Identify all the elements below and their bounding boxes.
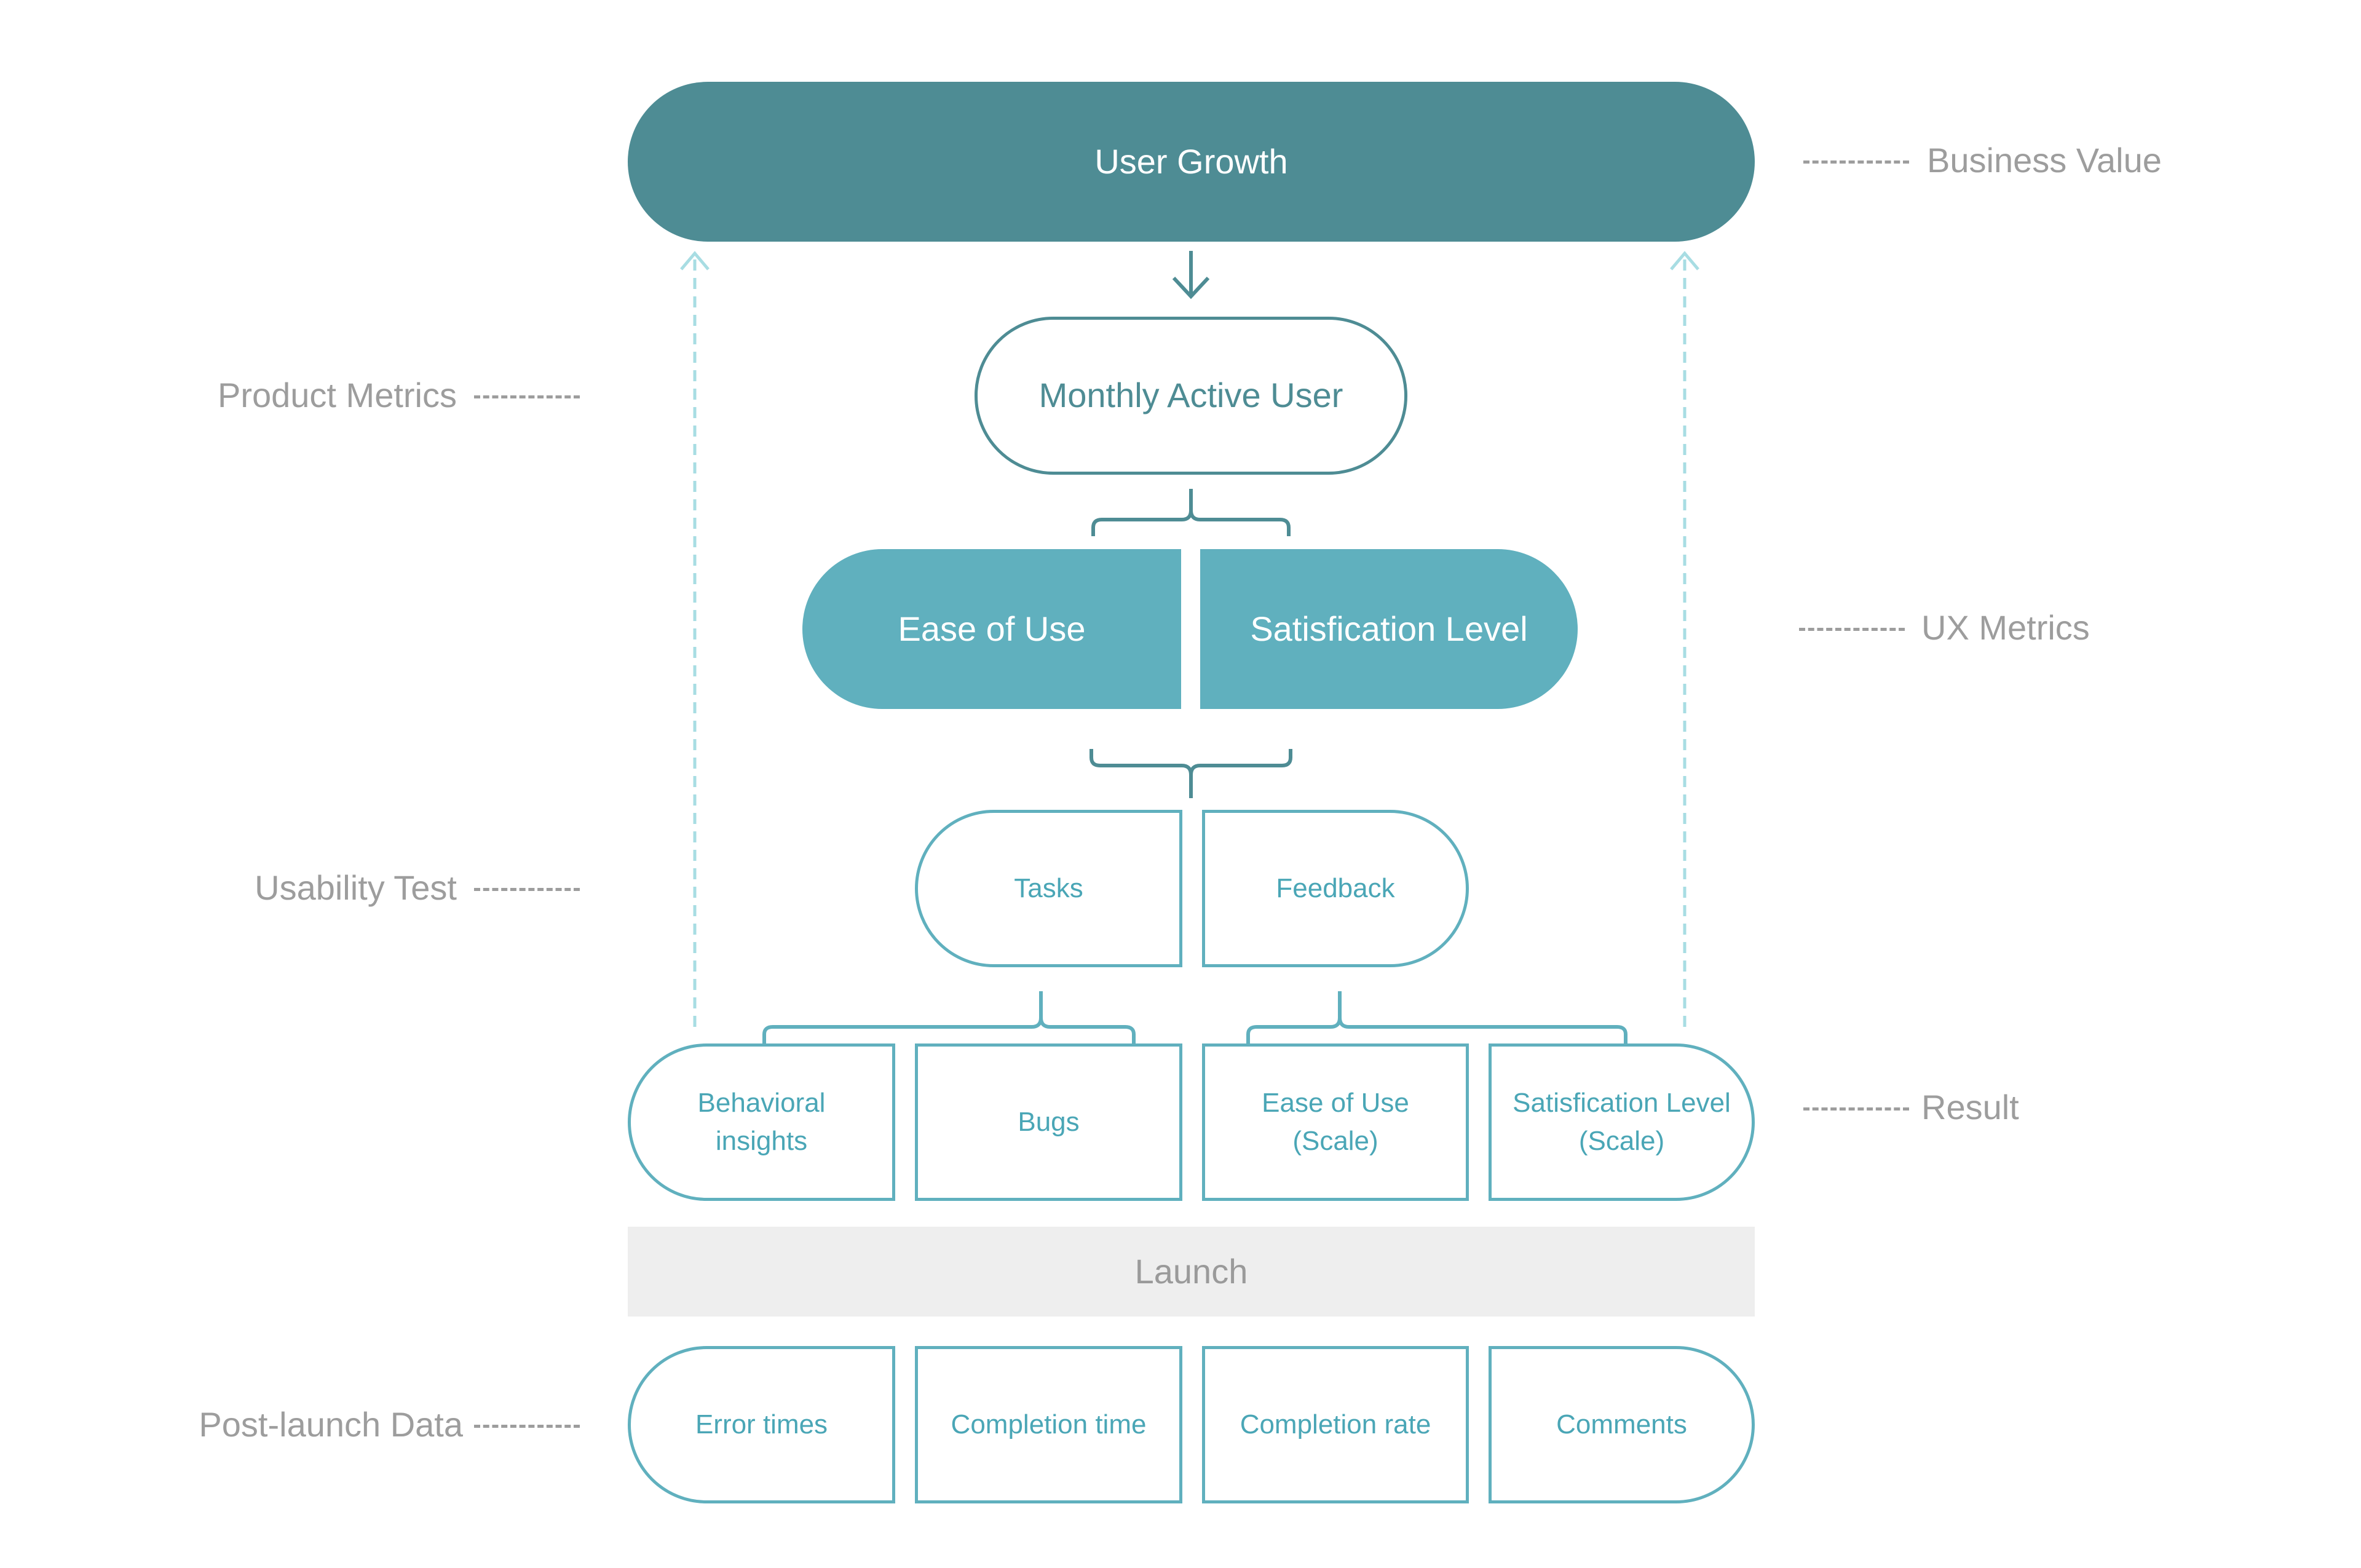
right-guide-arrowhead (1670, 251, 1699, 271)
monthly-active-user-label: Monthly Active User (1038, 376, 1343, 415)
user-growth-node: User Growth (628, 82, 1755, 242)
launch-label: Launch (1134, 1251, 1248, 1291)
left-guide-arrowhead (680, 251, 710, 271)
completion-rate-label: Completion rate (1240, 1409, 1431, 1440)
satisfication-level-label: Satisfication Level (1250, 609, 1528, 648)
usability-test-label: Usability Test (255, 868, 457, 907)
product-metrics-label: Product Metrics (218, 376, 457, 414)
usability-test-dash (474, 888, 580, 891)
bugs-label: Bugs (1018, 1107, 1080, 1138)
business-value-label: Business Value (1927, 141, 2162, 180)
behavioral-insights-line2: insights (715, 1126, 808, 1156)
behavioral-insights-node: Behavioral insights (628, 1043, 895, 1201)
comments-node: Comments (1489, 1346, 1755, 1503)
completion-time-node: Completion time (915, 1346, 1182, 1503)
monthly-active-user-node: Monthly Active User (975, 317, 1407, 475)
tasks-node: Tasks (915, 810, 1182, 967)
product-metrics-dash (474, 395, 580, 398)
satisfication-level-scale-node: Satisfication Level (Scale) (1489, 1043, 1755, 1201)
tasks-label: Tasks (1014, 873, 1083, 904)
result-label: Result (1921, 1088, 2019, 1127)
bugs-node: Bugs (915, 1043, 1182, 1201)
brace-mau-to-ux (1091, 489, 1291, 536)
user-growth-label: User Growth (1094, 141, 1288, 181)
ease-of-use-scale-node: Ease of Use (Scale) (1202, 1043, 1469, 1201)
down-arrow-head (1172, 276, 1210, 299)
ease-of-use-node: Ease of Use (802, 549, 1181, 709)
brace-tasks (762, 991, 1136, 1043)
comments-label: Comments (1556, 1409, 1687, 1440)
error-times-label: Error times (695, 1409, 828, 1440)
completion-time-label: Completion time (951, 1409, 1147, 1440)
error-times-node: Error times (628, 1346, 895, 1503)
post-launch-data-label: Post-launch Data (199, 1405, 463, 1444)
feedback-node: Feedback (1202, 810, 1469, 967)
post-launch-data-dash (474, 1425, 580, 1428)
ease-of-use-label: Ease of Use (898, 609, 1086, 648)
launch-bar: Launch (628, 1227, 1755, 1317)
ux-metrics-label: UX Metrics (1921, 608, 2090, 647)
business-value-dash (1803, 160, 1909, 164)
ux-metrics-dash (1799, 628, 1905, 631)
behavioral-insights-line1: Behavioral (697, 1088, 826, 1119)
satisfication-level-scale-line1: Satisfication Level (1513, 1088, 1731, 1119)
satisfication-level-scale-line2: (Scale) (1578, 1126, 1665, 1156)
completion-rate-node: Completion rate (1202, 1346, 1469, 1503)
brace-feedback (1246, 991, 1627, 1043)
feedback-label: Feedback (1276, 873, 1395, 904)
result-dash (1803, 1107, 1909, 1111)
satisfication-level-node: Satisfication Level (1200, 549, 1578, 709)
ease-of-use-scale-line1: Ease of Use (1262, 1088, 1409, 1119)
ease-of-use-scale-line2: (Scale) (1292, 1126, 1378, 1156)
brace-ux-to-tests (1090, 749, 1292, 798)
